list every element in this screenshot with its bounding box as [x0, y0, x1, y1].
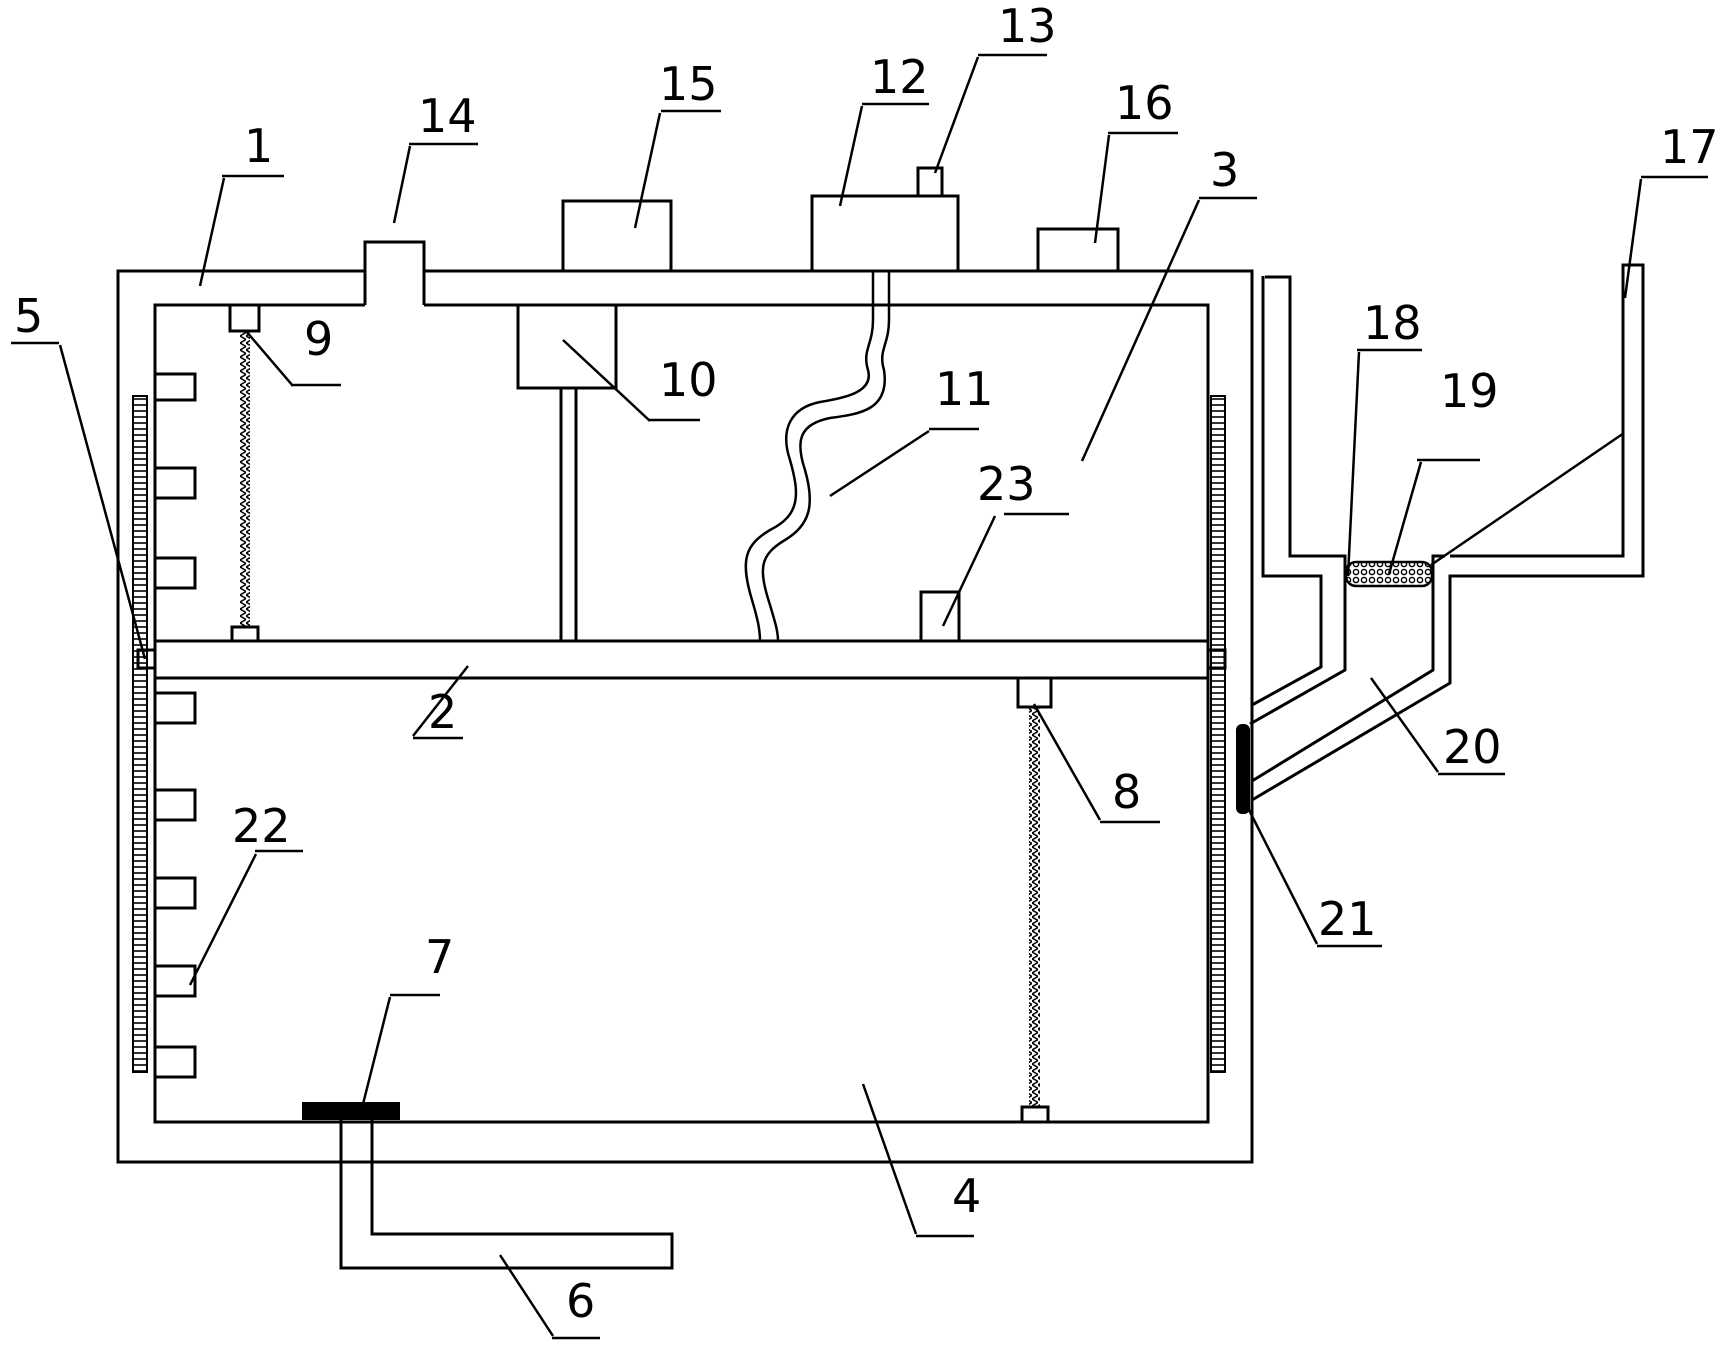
label-3: 3 [1210, 143, 1239, 197]
funnel-housing [1251, 276, 1323, 707]
label-23: 23 [977, 457, 1036, 511]
top-box-16 [1036, 227, 1120, 273]
label-4: 4 [952, 1169, 981, 1223]
drain-valve [302, 1102, 400, 1120]
left-nozzles [153, 372, 197, 1079]
label-7: 7 [425, 930, 454, 984]
label-21: 21 [1318, 892, 1377, 946]
outlet-pipe [339, 1120, 674, 1270]
left-rack [132, 395, 148, 1073]
label-17: 17 [1660, 120, 1719, 174]
lower-spring [1029, 707, 1040, 1107]
label-6: 6 [566, 1274, 595, 1328]
sensor-block [919, 590, 961, 643]
label-10: 10 [659, 353, 718, 407]
top-box-13 [916, 166, 944, 198]
label-9: 9 [304, 312, 333, 366]
top-box-12 [810, 194, 960, 273]
leader-lines [11, 53, 1708, 1340]
partition-plate [153, 639, 1210, 680]
label-14: 14 [418, 89, 477, 143]
label-18: 18 [1363, 296, 1422, 350]
seal-ring [1236, 724, 1250, 814]
label-8: 8 [1112, 765, 1141, 819]
label-13: 13 [998, 0, 1057, 53]
label-15: 15 [659, 57, 718, 111]
upper-spring-base [230, 625, 260, 643]
piston-rod [559, 388, 578, 641]
label-2: 2 [428, 685, 457, 739]
label-20: 20 [1443, 720, 1502, 774]
label-22: 22 [232, 799, 291, 853]
upper-spring [240, 331, 250, 627]
label-12: 12 [870, 50, 929, 104]
funnel-outlet [1251, 554, 1445, 783]
label-11: 11 [935, 362, 994, 416]
cylinder [516, 303, 618, 390]
reference-numerals: 1 14 15 12 13 16 3 17 18 19 20 21 9 10 1… [14, 0, 1719, 1328]
label-16: 16 [1115, 76, 1174, 130]
hose [744, 271, 891, 642]
right-rack [1210, 395, 1226, 1073]
inlet-pipe [365, 242, 424, 271]
top-box-15 [561, 199, 673, 273]
label-5: 5 [14, 289, 43, 343]
upper-spring-seat [228, 303, 261, 333]
label-1: 1 [244, 119, 273, 173]
lower-spring-seat [1016, 676, 1053, 709]
label-19: 19 [1440, 364, 1499, 418]
lower-spring-base [1020, 1105, 1050, 1124]
